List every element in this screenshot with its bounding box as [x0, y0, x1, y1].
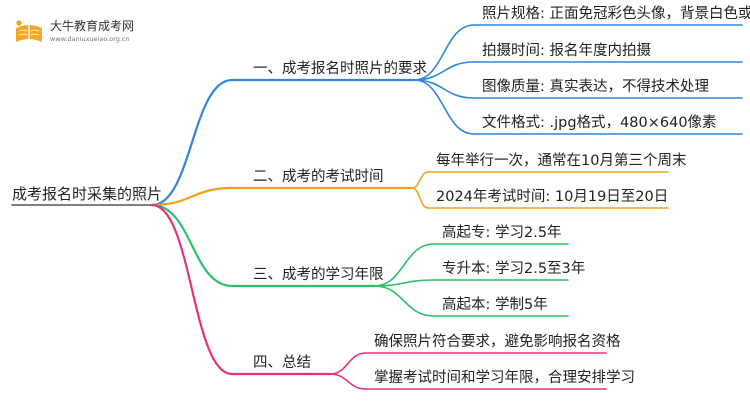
- logo-title: 大牛教育成考网: [50, 19, 135, 33]
- root-to-branch-2-connector: [150, 186, 234, 207]
- branch-1-child-2: 拍摄时间: 报名年度内拍摄: [482, 43, 651, 59]
- branch-3-child-2: 专升本: 学习2.5至3年: [442, 261, 586, 277]
- branch-3-child-2-connector: [373, 279, 435, 287]
- branch-1-label: 一、成考报名时照片的要求: [253, 61, 427, 77]
- branch-3-child-3: 高起本: 学制5年: [442, 297, 548, 313]
- branch-4-child-2: 掌握考试时间和学习年限，合理安排学习: [374, 370, 635, 386]
- root-topic: 成考报名时采集的照片: [12, 185, 163, 203]
- logo-url: www.daniuxueiao.org.cn: [50, 35, 130, 43]
- branch-3-child-1: 高起专: 学习2.5年: [442, 225, 562, 241]
- root-to-branch-4-connector: [150, 203, 234, 376]
- branch-3-child-3-connector: [373, 285, 435, 317]
- branch-2-label: 二、成考的考试时间: [253, 169, 384, 185]
- branch-1-child-3: 图像质量: 真实表达，不得技术处理: [482, 79, 709, 95]
- branch-4-child-1: 确保照片符合要求，避免影响报名资格: [374, 334, 621, 350]
- branch-1-child-2-connector: [413, 61, 475, 81]
- site-logo: 大牛教育成考网 www.daniuxueiao.org.cn: [12, 14, 162, 50]
- branch-3-child-1-connector: [373, 243, 435, 287]
- branch-2-child-1-connector: [411, 171, 429, 189]
- root-to-branch-1-connector: [150, 78, 234, 207]
- book-logo-icon: [16, 20, 42, 42]
- branch-1-child-1-connector: [413, 24, 475, 81]
- branch-1-child-1: 照片规格: 正面免冠彩色头像，背景白色或蓝色: [482, 6, 750, 22]
- branch-1-child-4-connector: [413, 79, 475, 135]
- branch-2-child-1: 每年举行一次，通常在10月第三个周末: [436, 153, 687, 169]
- branch-2-child-2: 2024年考试时间: 10月19日至20日: [436, 189, 669, 205]
- root-to-branch-3-connector: [150, 203, 234, 288]
- branch-2-child-2-connector: [411, 187, 429, 209]
- branch-4-child-2-connector: [329, 373, 367, 390]
- branch-4-child-1-connector: [329, 352, 367, 375]
- branch-1-child-4: 文件格式: .jpg格式，480×640像素: [482, 115, 717, 131]
- branch-4-label: 四、总结: [253, 355, 311, 371]
- branch-3-label: 三、成考的学习年限: [253, 267, 384, 283]
